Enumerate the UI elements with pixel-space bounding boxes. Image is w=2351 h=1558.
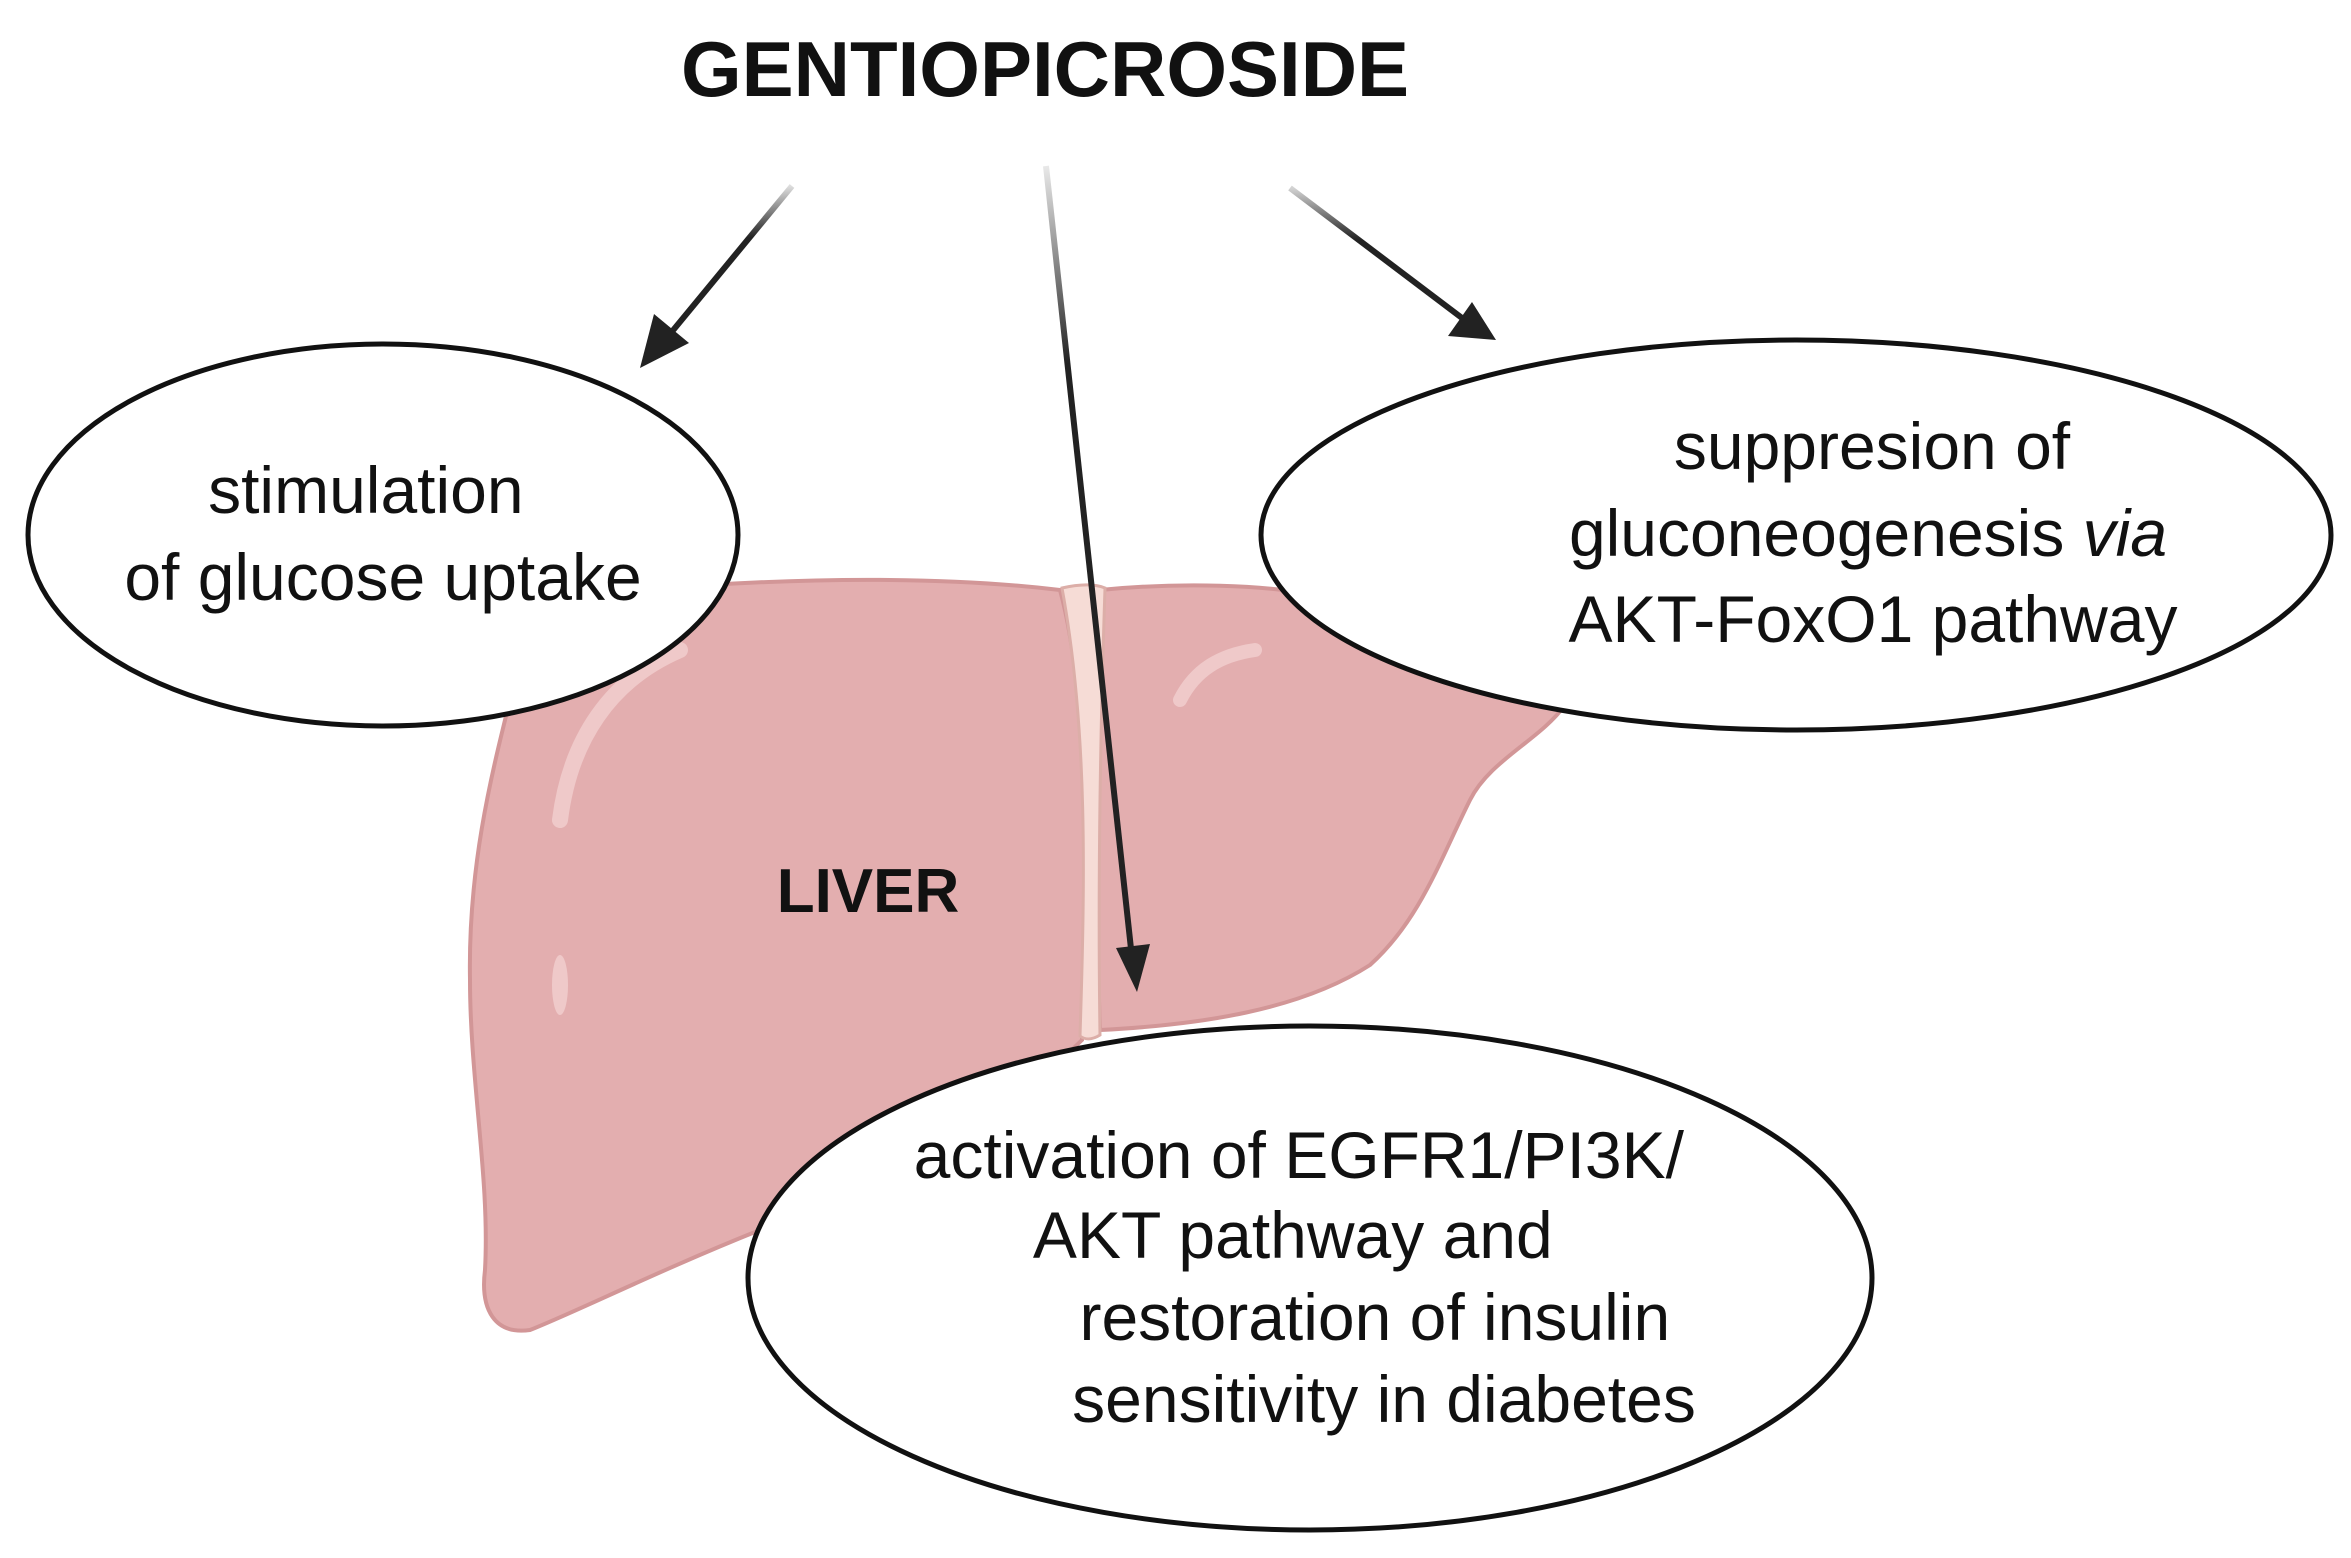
liver-highlight [552, 642, 688, 828]
effect-text-line: AKT pathway and [1033, 1198, 1553, 1272]
compound-title: GENTIOPICROSIDE [681, 25, 1409, 113]
effect-text-line: of glucose uptake [124, 540, 641, 614]
liver-icon: LIVER [467, 577, 1568, 1333]
effect-bubble [745, 1023, 1875, 1533]
arrow-to-bottom-effect [1043, 165, 1150, 992]
effect-text-line: AKT-FoxO1 pathway [1569, 582, 2178, 656]
effect-text-line: gluconeogenesis [1569, 496, 2083, 570]
effect-text-line: restoration of insulin [1080, 1280, 1671, 1354]
arrowhead-icon [1448, 302, 1496, 340]
svg-text:AKT-FoxO1 pathway: AKT-FoxO1 pathway [1569, 582, 2178, 656]
effect-glucose-uptake: stimulation of glucose uptake [25, 341, 741, 729]
arrowhead-icon [1116, 944, 1150, 992]
arrow-to-left-effect [640, 184, 795, 368]
svg-text:suppresion of: suppresion of [1674, 409, 2071, 483]
liver-highlight [1173, 643, 1262, 707]
effect-bubble [25, 341, 741, 729]
svg-text:gluconeogenesis via: gluconeogenesis via [1569, 496, 2167, 570]
arrow-to-right-effect [1288, 185, 1496, 340]
falciform-ligament [1060, 583, 1107, 1041]
effect-gluconeogenesis-suppression: suppresion of gluconeogenesis via AKT-Fo… [1258, 337, 2334, 733]
effect-text-line: activation of EGFR1/PI3K/ [914, 1118, 1685, 1192]
effect-text-line: stimulation [208, 453, 523, 527]
liver-highlight [552, 955, 568, 1015]
svg-text:stimulation of glucose u: stimulation of glucose uptake [124, 453, 641, 614]
effect-text-italic: via [2083, 496, 2167, 570]
effect-bubble [1258, 337, 2334, 733]
svg-text:activation of EGFR1/PI3K/: activation of EGFR1/PI3K/ AKT pathway an… [914, 1118, 1703, 1436]
effect-insulin-sensitivity: activation of EGFR1/PI3K/ AKT pathway an… [745, 1023, 1875, 1533]
organ-label: LIVER [777, 857, 960, 926]
effect-text-line: suppresion of [1674, 409, 2071, 483]
arrowhead-icon [640, 314, 689, 368]
effect-text-line: sensitivity in diabetes [1072, 1362, 1696, 1436]
